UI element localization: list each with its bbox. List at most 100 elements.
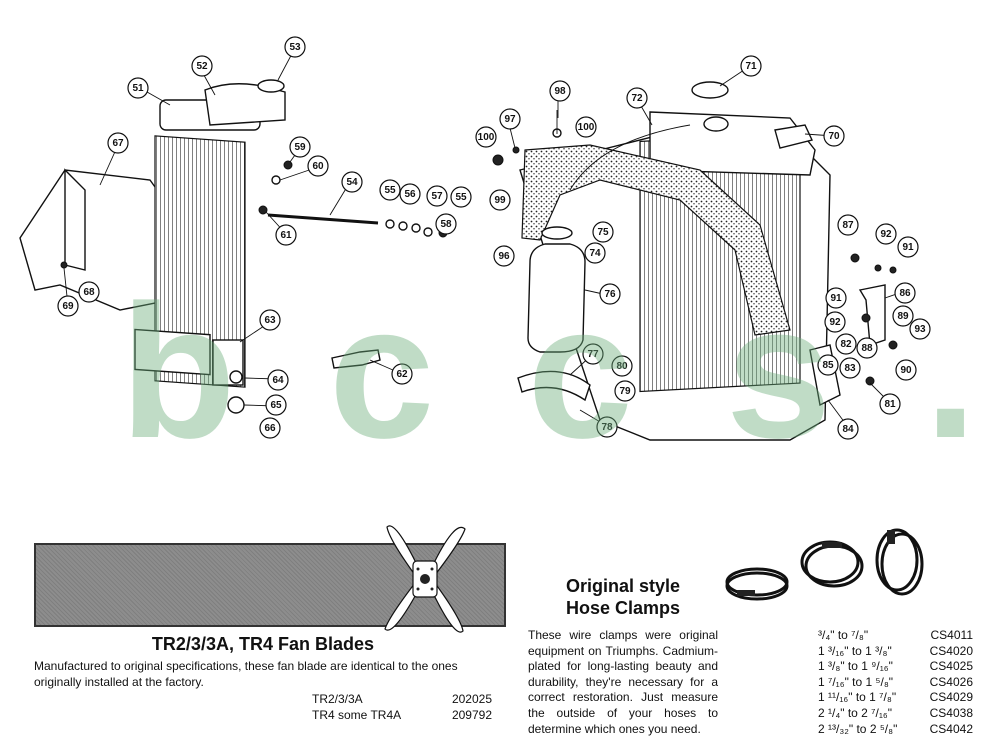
callout-97: 97 bbox=[499, 108, 521, 130]
callout-number: 68 bbox=[83, 287, 95, 298]
part-number: CS4038 bbox=[929, 705, 973, 720]
callout-number: 75 bbox=[597, 227, 609, 238]
callout-circle bbox=[107, 132, 129, 154]
callout-circle bbox=[824, 311, 846, 333]
fan-blades-title: TR2/3/3A, TR4 Fan Blades bbox=[151, 634, 374, 654]
callout-92: 92 bbox=[875, 223, 897, 245]
callout-circle bbox=[817, 354, 839, 376]
callout-77: 77 bbox=[582, 343, 604, 365]
size-range: 2 ¹³/₃₂" to 2 ⁵/₈" bbox=[818, 721, 898, 736]
callout-81: 81 bbox=[879, 393, 901, 415]
callout-circle bbox=[894, 282, 916, 304]
callout-88: 88 bbox=[856, 337, 878, 359]
part-number: 209792 bbox=[451, 708, 492, 722]
callout-circle bbox=[289, 136, 311, 158]
callout-number: 63 bbox=[264, 315, 276, 326]
callout-70: 70 bbox=[823, 125, 845, 147]
callout-circle bbox=[267, 369, 289, 391]
callout-circle bbox=[596, 416, 618, 438]
callout-number: 96 bbox=[498, 251, 510, 262]
callout-59: 59 bbox=[289, 136, 311, 158]
callout-number: 97 bbox=[504, 114, 516, 125]
callout-number: 88 bbox=[861, 343, 873, 354]
callout-87: 87 bbox=[837, 214, 859, 236]
callout-circle bbox=[341, 171, 363, 193]
callout-circle bbox=[265, 394, 287, 416]
callout-circle bbox=[837, 214, 859, 236]
callout-circle bbox=[611, 355, 633, 377]
callout-circle bbox=[909, 318, 931, 340]
callout-number: 59 bbox=[294, 142, 306, 153]
callout-51: 51 bbox=[127, 77, 149, 99]
callout-68: 68 bbox=[78, 281, 100, 303]
bottle-strap bbox=[517, 370, 591, 402]
left-radiator-core bbox=[154, 135, 246, 388]
part-number: CS4042 bbox=[929, 721, 973, 736]
fan-blade-image bbox=[384, 525, 466, 633]
callout-number: 85 bbox=[822, 360, 834, 371]
callout-number: 78 bbox=[601, 422, 613, 433]
callout-86: 86 bbox=[894, 282, 916, 304]
callout-number: 62 bbox=[396, 369, 408, 380]
hose-clamps-description: These wire clamps were original equipmen… bbox=[528, 628, 718, 736]
callout-number: 56 bbox=[404, 189, 416, 200]
drain-tap bbox=[331, 349, 381, 369]
callout-circle bbox=[391, 363, 413, 385]
callout-number: 98 bbox=[554, 86, 566, 97]
right-filler-cap bbox=[691, 81, 729, 99]
callout-number: 91 bbox=[902, 242, 914, 253]
size-row: 1 ⁷/₁₆" to 1 ⁵/₈" CS4026 bbox=[818, 675, 973, 691]
callout-number: 72 bbox=[631, 93, 643, 104]
callout-number: 79 bbox=[619, 386, 631, 397]
callout-circle bbox=[127, 77, 149, 99]
callout-circle bbox=[191, 55, 213, 77]
hose-clamps-image bbox=[725, 528, 924, 601]
callout-85: 85 bbox=[817, 354, 839, 376]
callout-circle bbox=[259, 417, 281, 439]
callout-number: 90 bbox=[900, 365, 912, 376]
fan-blades-description: Manufactured to original specifications,… bbox=[34, 659, 458, 689]
callout-58: 58 bbox=[435, 213, 457, 235]
callout-61: 61 bbox=[275, 224, 297, 246]
hose-clamps-title-line1: Original style bbox=[565, 576, 681, 596]
callout-circle bbox=[837, 418, 859, 440]
size-range: 1 ⁷/₁₆" to 1 ⁵/₈" bbox=[818, 674, 894, 689]
callout-number: 99 bbox=[494, 195, 506, 206]
part-number: CS4029 bbox=[929, 690, 973, 705]
callout-89: 89 bbox=[892, 305, 914, 327]
callout-circle bbox=[823, 125, 845, 147]
callout-100: 100 bbox=[575, 116, 597, 138]
callout-number: 55 bbox=[384, 185, 396, 196]
callout-number: 100 bbox=[578, 122, 595, 133]
callout-98: 98 bbox=[549, 80, 571, 102]
callout-number: 84 bbox=[842, 424, 854, 435]
size-range: 1 ¹¹/₁₆" to 1 ⁷/₈" bbox=[818, 690, 897, 705]
part-number: CS4026 bbox=[929, 674, 973, 689]
callout-circle bbox=[892, 305, 914, 327]
callout-93: 93 bbox=[909, 318, 931, 340]
callout-circle bbox=[626, 87, 648, 109]
callout-circle bbox=[379, 179, 401, 201]
callout-circle bbox=[592, 221, 614, 243]
callout-100: 100 bbox=[475, 126, 497, 148]
part-number: 202025 bbox=[451, 692, 492, 706]
part-number: CS4020 bbox=[929, 643, 973, 658]
callout-67: 67 bbox=[107, 132, 129, 154]
callout-circle bbox=[489, 189, 511, 211]
callout-60: 60 bbox=[307, 155, 329, 177]
callout-number: 70 bbox=[828, 131, 840, 142]
callout-circle bbox=[575, 116, 597, 138]
callout-number: 65 bbox=[270, 400, 282, 411]
callout-96: 96 bbox=[493, 245, 515, 267]
callout-circle bbox=[549, 80, 571, 102]
part-number: CS4025 bbox=[929, 659, 973, 674]
callout-number: 83 bbox=[844, 363, 856, 374]
callout-number: 58 bbox=[440, 219, 452, 230]
part-row: TR4 some TR4A 209792 bbox=[312, 708, 492, 724]
callout-circle bbox=[839, 357, 861, 379]
callout-65: 65 bbox=[265, 394, 287, 416]
callout-52: 52 bbox=[191, 55, 213, 77]
left-filler-cap bbox=[257, 79, 285, 93]
callout-circle bbox=[895, 359, 917, 381]
